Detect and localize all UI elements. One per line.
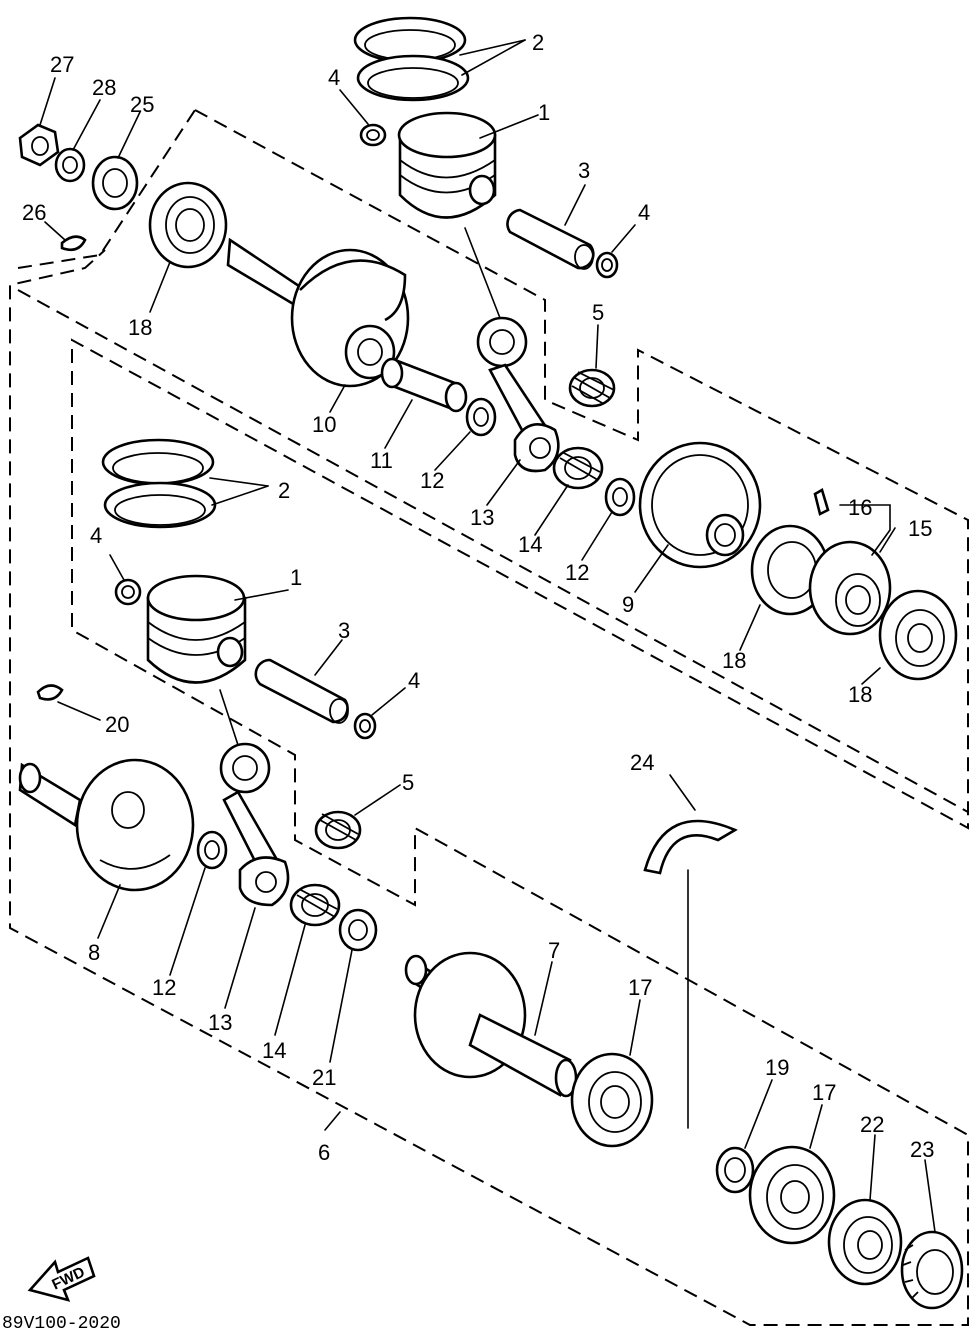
callout-13-upper: 13: [470, 505, 494, 530]
outer-crank-boundary: [17, 109, 196, 269]
oil-seal-25: [91, 155, 139, 211]
callout-10: 10: [312, 412, 336, 437]
thrust-washer-12-lower: [196, 830, 228, 870]
upper-piston-pin: [506, 208, 595, 270]
callout-15: 15: [908, 516, 932, 541]
callout-5-upper: 5: [592, 300, 604, 325]
diagram-reference-code: 89V100-2020: [2, 1314, 121, 1333]
callout-4-lower-right: 4: [408, 668, 420, 693]
callout-19: 19: [765, 1055, 789, 1080]
callout-13-lower: 13: [208, 1010, 232, 1035]
callout-4-lower-left: 4: [90, 523, 102, 548]
crank-pin-11: [380, 357, 468, 413]
callout-1-upper: 1: [538, 100, 550, 125]
upper-piston-leader: [464, 227, 501, 319]
upper-left-bearing: [148, 181, 228, 269]
lower-piston-pin: [254, 658, 349, 724]
callout-7: 7: [548, 938, 560, 963]
key-20: [36, 684, 64, 701]
lower-piston-ring-set: [101, 438, 269, 529]
callout-27: 27: [50, 52, 74, 77]
right-bearing-18: [878, 589, 958, 681]
callout-17-mid: 17: [628, 975, 652, 1000]
callout-4-upper-left: 4: [328, 65, 340, 90]
washer-28: [54, 147, 86, 183]
callout-18-right: 18: [848, 682, 872, 707]
upper-connecting-rod: [476, 316, 560, 473]
upper-crank-boundary: [9, 109, 969, 1326]
callout-28: 28: [92, 75, 116, 100]
callout-26: 26: [22, 200, 46, 225]
thrust-washer-12-upper: [465, 397, 497, 437]
callout-leaders: [39, 77, 936, 1233]
lower-piston-leader: [219, 689, 239, 746]
callout-5-lower: 5: [402, 770, 414, 795]
thrust-washer-12-mid: [604, 477, 636, 517]
upper-circlip-left: [359, 123, 387, 147]
nut-27: [18, 123, 60, 167]
callout-11: 11: [370, 448, 393, 473]
callout-8: 8: [88, 940, 100, 965]
callout-2-lower: 2: [278, 478, 290, 503]
key-20-leader: [57, 701, 101, 721]
callout-20: 20: [105, 712, 129, 737]
big-end-bearing-14-upper: [552, 446, 604, 490]
callout-21: 21: [312, 1065, 336, 1090]
callout-18-upper-left: 18: [128, 315, 152, 340]
labyrinth-seal-15: [808, 540, 892, 636]
big-end-bearing-14-lower: [289, 883, 341, 927]
pin-16: [813, 488, 830, 516]
fwd-arrow-icon: FWD: [27, 1256, 96, 1302]
lower-circlip-left: [114, 578, 142, 606]
callout-12-mid: 12: [565, 560, 589, 585]
crank-web-9: [638, 441, 762, 569]
callout-3-lower: 3: [338, 618, 350, 643]
key-26: [60, 235, 87, 252]
callout-12-upper: 12: [420, 468, 444, 493]
callout-labels: 27 28 25 26 18 4 2 1 3 4 5 10 11 12 13 1…: [22, 30, 934, 1165]
lower-connecting-rod: [219, 742, 290, 907]
callout-6: 6: [318, 1140, 330, 1165]
lower-circlip-right: [353, 712, 377, 740]
assembly-boundaries: [9, 109, 969, 1326]
callout-3-upper: 3: [578, 158, 590, 183]
callout-1-lower: 1: [290, 565, 302, 590]
callout-24: 24: [630, 750, 654, 775]
upper-circlip-right: [595, 251, 619, 279]
upper-piston-ring-set: [353, 16, 526, 102]
callout-2-upper: 2: [532, 30, 544, 55]
callout-12-lower: 12: [152, 975, 176, 1000]
lower-piston: [146, 574, 247, 684]
callout-22: 22: [860, 1112, 884, 1137]
inner-crank-boundary: [17, 289, 969, 813]
shim-19: [715, 1146, 755, 1194]
callout-23: 23: [910, 1137, 934, 1162]
bearing-17-mid: [570, 1052, 654, 1148]
callout-9: 9: [622, 592, 634, 617]
callout-17-right: 17: [812, 1080, 836, 1105]
callout-16: 16: [848, 495, 872, 520]
crank-web-8: [18, 758, 195, 892]
washer-21: [338, 908, 378, 952]
gear-23: [900, 1230, 964, 1310]
crank-web-7: [404, 951, 578, 1098]
bearing-17-right: [748, 1145, 836, 1245]
callout-4-upper-right: 4: [638, 200, 650, 225]
callout-14-lower: 14: [262, 1038, 286, 1063]
half-ring-24: [643, 819, 738, 875]
upper-small-end-bearing: [568, 368, 616, 408]
callout-25: 25: [130, 92, 154, 117]
upper-crank-web: [226, 237, 410, 388]
upper-piston: [397, 111, 497, 219]
oil-seal-22: [827, 1198, 903, 1286]
callout-14-upper: 14: [518, 532, 542, 557]
lower-small-end-bearing: [314, 810, 362, 850]
callout-18-center: 18: [722, 648, 746, 673]
